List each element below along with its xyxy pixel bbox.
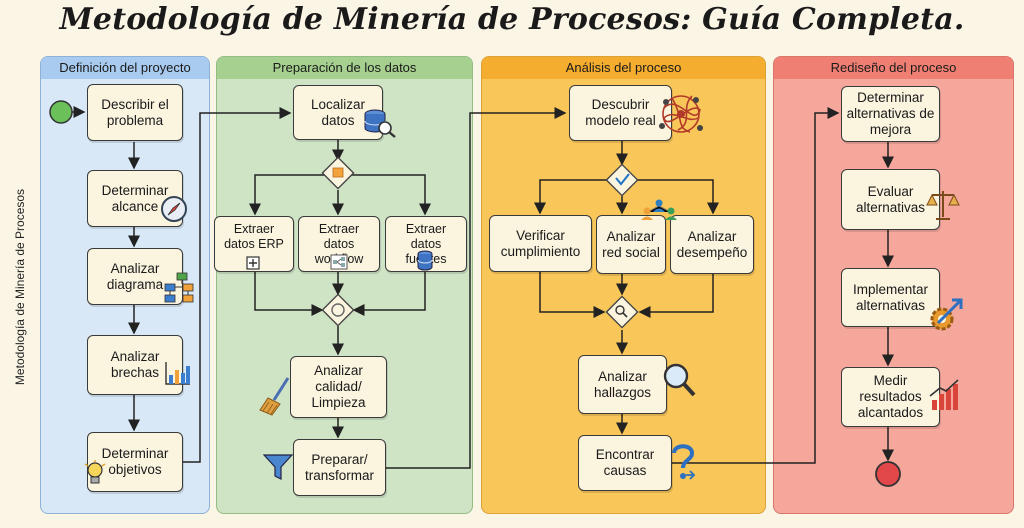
step-determinar-alternativas[interactable]: Determinar alternativas de mejora	[841, 86, 940, 142]
compass-icon	[161, 196, 187, 222]
lane-header: Definición del proyecto	[41, 57, 209, 79]
flowchart-icon	[164, 272, 194, 303]
gateway-merge-data	[321, 293, 355, 327]
plus-square-icon	[246, 256, 260, 270]
process-tangle-icon	[659, 95, 703, 133]
step-encontrar-causas[interactable]: Encontrar causas	[578, 435, 672, 491]
step-analizar-desempeno[interactable]: Analizar desempeño	[670, 215, 754, 274]
growth-chart-icon	[929, 379, 959, 410]
lane-header: Preparación de los datos	[217, 57, 472, 79]
question-icon	[672, 444, 696, 480]
step-analizar-calidad[interactable]: Analizar calidad/ Limpieza	[290, 356, 387, 418]
step-determinar-objetivos[interactable]: Determinar objetivos	[87, 432, 183, 492]
step-analizar-red-social[interactable]: Analizar red social	[596, 215, 666, 274]
step-descubrir-modelo[interactable]: Descubrir modelo real	[569, 85, 672, 141]
bar-chart-icon	[165, 362, 190, 385]
step-analizar-diagrama[interactable]: Analizar diagrama	[87, 248, 183, 305]
gateway-merge-analysis	[605, 295, 639, 329]
step-describir-problema[interactable]: Describir el problema	[87, 84, 183, 141]
balance-scale-icon	[926, 191, 960, 220]
gear-arrow-icon	[930, 298, 963, 331]
step-verificar-cumplimiento[interactable]: Verificar cumplimiento	[489, 215, 592, 272]
lane-header: Rediseño del proceso	[774, 57, 1013, 79]
start-event	[49, 100, 73, 124]
lane-header: Análisis del proceso	[482, 57, 765, 79]
step-analizar-hallazgos[interactable]: Analizar hallazgos	[578, 355, 667, 414]
broom-icon	[259, 377, 290, 416]
database-icon	[417, 250, 433, 271]
workflow-icon	[330, 254, 348, 270]
step-implementar-alternativas[interactable]: Implementar alternativas	[841, 268, 940, 327]
step-evaluar-alternativas[interactable]: Evaluar alternativas	[841, 169, 940, 230]
magnifier-icon	[663, 363, 696, 397]
step-medir-resultados[interactable]: Medir resultados alcantados	[841, 367, 940, 427]
gateway-split-analysis	[605, 163, 639, 197]
step-preparar-transformar[interactable]: Preparar/ transformar	[293, 439, 386, 496]
network-people-icon	[641, 199, 677, 220]
database-search-icon	[364, 109, 396, 138]
gateway-split-data	[321, 156, 355, 190]
page-title: Metodología de Minería de Procesos: Guía…	[59, 2, 965, 37]
funnel-icon	[263, 454, 293, 480]
lightbulb-icon	[84, 460, 106, 484]
end-event	[875, 461, 901, 487]
step-analizar-brechas[interactable]: Analizar brechas	[87, 335, 183, 395]
